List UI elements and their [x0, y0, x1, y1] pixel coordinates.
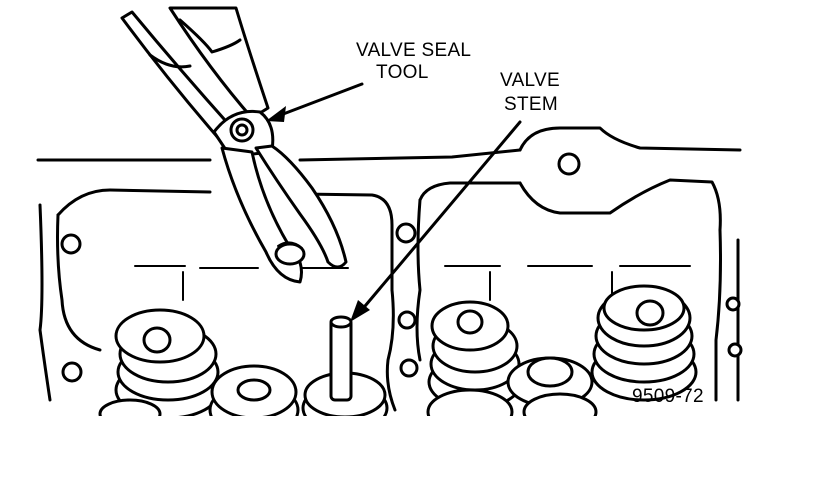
label-valve-stem-line1: VALVE	[500, 70, 560, 91]
valve-spring-right-2	[506, 356, 594, 408]
valve-spring-left-2	[208, 364, 300, 438]
figure-number: 9509-72	[632, 386, 704, 407]
bottom-crop	[0, 416, 816, 492]
valve-seal-tool	[120, 6, 348, 284]
leader-valve-seal-tool	[266, 82, 364, 122]
leader-valve-stem	[350, 120, 522, 322]
valve-spring-right-3	[590, 284, 698, 402]
valve-stem	[301, 315, 389, 434]
valve-spring-left	[114, 308, 222, 420]
label-valve-seal-tool-line1: VALVE SEAL	[356, 40, 471, 61]
label-valve-stem-line2: STEM	[504, 94, 558, 115]
label-valve-seal-tool-line2: TOOL	[376, 62, 429, 83]
